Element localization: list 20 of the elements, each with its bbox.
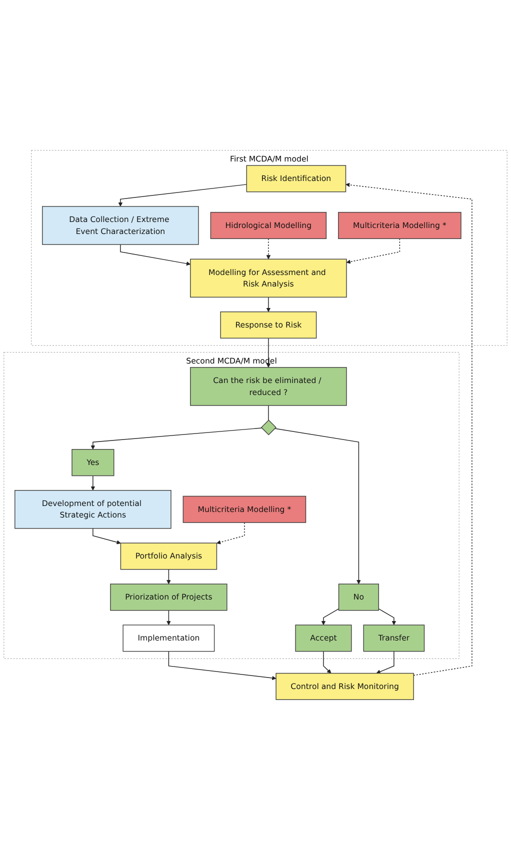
arrow (323, 650, 332, 674)
arrow (118, 184, 247, 207)
arrow (90, 475, 96, 491)
arrow (168, 650, 276, 680)
connector (268, 405, 269, 420)
arrow (216, 522, 245, 544)
arrow (266, 238, 271, 260)
arrow (321, 608, 340, 626)
arrow (166, 569, 171, 584)
arrow (266, 296, 271, 312)
node-diamond (260, 420, 277, 436)
arrow (120, 244, 191, 266)
arrow (346, 182, 472, 676)
arrow (274, 428, 361, 584)
arrow (90, 428, 262, 450)
arrow (376, 650, 394, 674)
arrow (92, 528, 121, 544)
arrow (346, 238, 400, 264)
arrow (166, 610, 171, 626)
arrow (378, 608, 396, 626)
